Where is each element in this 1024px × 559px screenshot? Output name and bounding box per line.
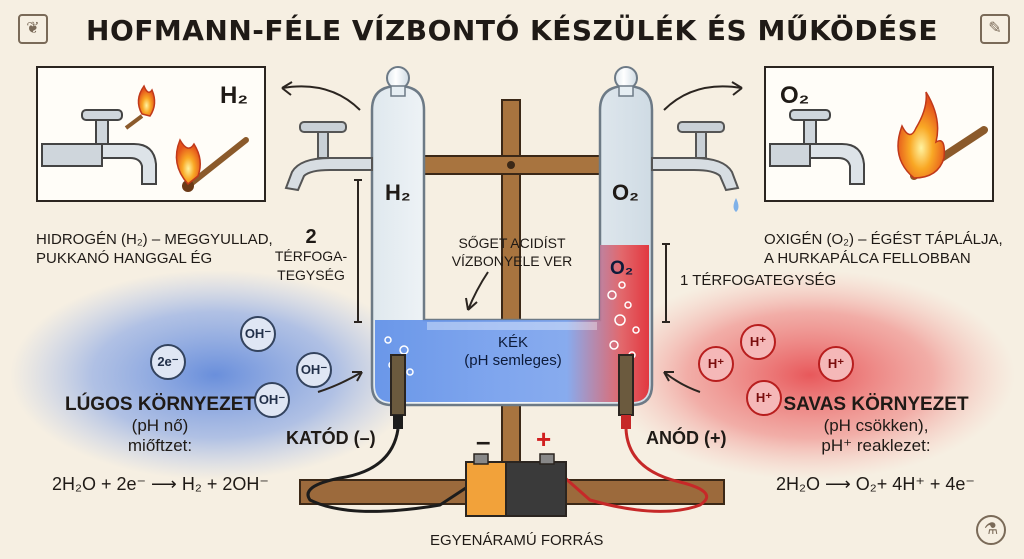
oxygen-panel-label: O₂ xyxy=(780,82,810,109)
cathode-arrow xyxy=(317,371,363,393)
proton-ion: H⁺ xyxy=(818,346,854,382)
proton-ion: H⁺ xyxy=(698,346,734,382)
leaf-icon: ❦ xyxy=(18,14,48,44)
hydroxide-ion: OH⁻ xyxy=(240,316,276,352)
match-flame-icon xyxy=(124,114,144,130)
right-gas-label: O₂ xyxy=(610,258,634,279)
page-title: HOFMANN-FÉLE VÍZBONTÓ KÉSZÜLÉK ÉS MŰKÖDÉ… xyxy=(86,14,938,47)
left-tube-label: H₂ xyxy=(385,180,411,205)
electron-badge: 2e⁻ xyxy=(150,344,186,380)
left-volume-label: 2 TÉRFOGA- TEGYSÉG xyxy=(274,226,348,283)
right-volume-bracket xyxy=(662,243,670,323)
flask-icon: ⚗ xyxy=(976,515,1006,545)
anode-label: ANÓD (+) xyxy=(646,428,727,448)
cathode-label: KATÓD (–) xyxy=(286,428,376,448)
anode-arrow xyxy=(663,371,701,393)
anode-electrode xyxy=(618,354,634,416)
right-volume-label: 1 TÉRFOGATEGYSÉG xyxy=(680,272,837,289)
hydrogen-caption: HIDROGÉN (H₂) – MEGGYULLAD, PUKKANÓ HANG… xyxy=(36,231,273,267)
note-icon: ✎ xyxy=(980,14,1010,44)
right-tube-tap xyxy=(651,121,740,212)
proton-ion: H⁺ xyxy=(740,324,776,360)
faucet-icon xyxy=(769,91,988,185)
left-volume-bracket xyxy=(354,179,362,323)
cathode-equation: 2H₂O + 2e⁻ ⟶ H₂ + 2OH⁻ xyxy=(52,474,269,494)
hydroxide-ion: OH⁻ xyxy=(254,382,290,418)
minus-terminal-label: – xyxy=(476,426,491,456)
power-source-label: EGYENÁRAMÚ FORRÁS xyxy=(430,532,604,549)
hydrogen-test-panel: H₂ xyxy=(36,66,266,202)
hydroxide-ion: OH⁻ xyxy=(296,352,332,388)
cathode-electrode xyxy=(390,354,406,416)
hydrogen-panel-label: H₂ xyxy=(220,82,248,109)
acid-environment-text: SAVAS KÖRNYEZET (pH csökken), pH⁺ reakle… xyxy=(783,394,969,455)
faucet-icon xyxy=(41,84,249,192)
arrow-to-o2-panel xyxy=(663,85,743,111)
arrow-to-h2-panel xyxy=(281,85,361,111)
battery xyxy=(465,453,567,517)
acid-environment-glow xyxy=(605,270,1015,480)
right-tube-label: O₂ xyxy=(612,180,639,205)
base-environment-glow xyxy=(10,270,420,480)
plus-terminal-label: + xyxy=(536,424,552,454)
center-note: SŐGET ACIDÍST VÍZBONYELE VER xyxy=(451,235,573,269)
cathode-wire xyxy=(306,428,479,513)
note-arrow xyxy=(467,271,489,311)
anode-wire xyxy=(555,428,709,513)
proton-ion: H⁺ xyxy=(746,380,782,416)
oxygen-caption: OXIGÉN (O₂) – ÉGÉST TÁPLÁLJA, A HURKAPÁL… xyxy=(764,231,1003,267)
left-tube-tap xyxy=(284,121,373,192)
anode-equation: 2H₂O ⟶ O₂+ 4H⁺ + 4e⁻ xyxy=(776,474,975,494)
solution-liquid xyxy=(375,245,649,402)
solution-label: KÉK (pH semleges) xyxy=(464,334,562,369)
oxygen-test-panel: O₂ xyxy=(764,66,994,202)
oxygen-bubbles xyxy=(607,281,640,359)
base-environment-text: LÚGOS KÖRNYEZET (pH nő) miőftzet: xyxy=(64,394,255,455)
